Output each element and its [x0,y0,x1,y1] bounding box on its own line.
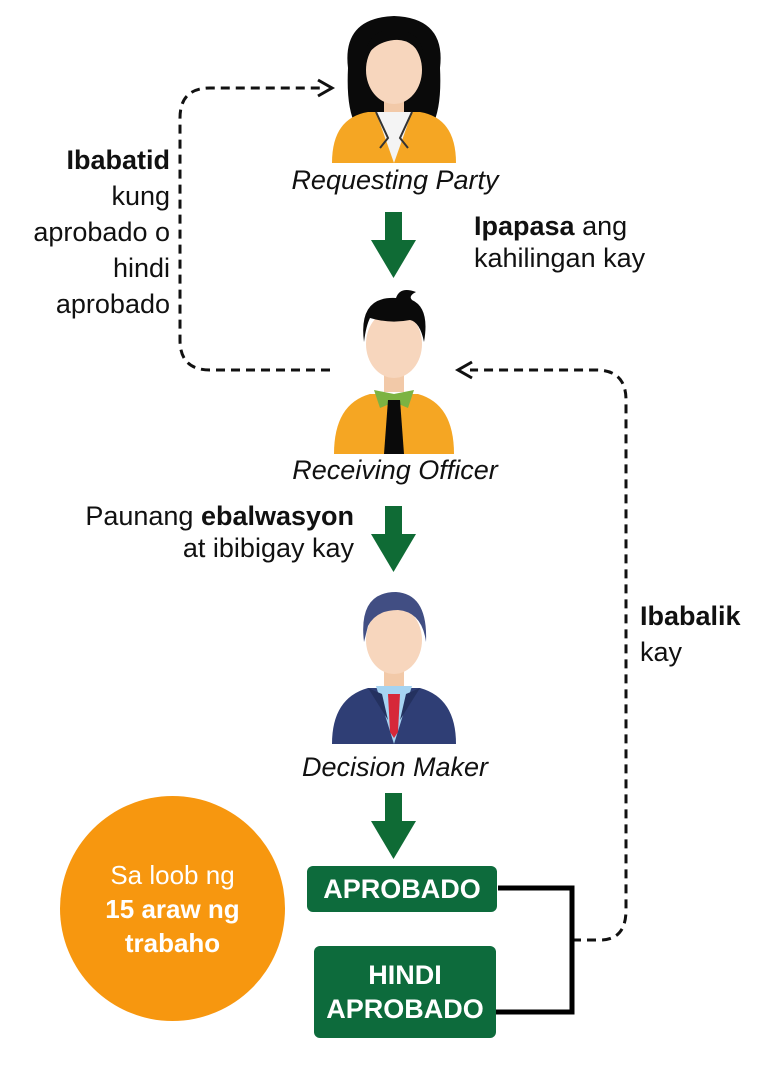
step-notify-l4: hindi [112,253,170,283]
step-return-rest: kay [640,637,683,667]
role-label-decision: Decision Maker [301,752,489,782]
deadline-line2: 15 araw ng [105,893,240,924]
businessman-icon [332,592,456,744]
step-forward-rest: ang [574,211,628,241]
role-label-requesting: Requesting Party [291,165,499,195]
step-forward-text: Ipapasa ang kahilingan kay [474,210,645,274]
step-notify-bold: Ibabatid [66,145,170,175]
green-arrow-icon [371,506,416,572]
outcome-bracket [496,885,575,1015]
step-notify-l5: aprobado [55,289,170,319]
deadline-line1: Sa loob ng [110,859,235,890]
step-eval-text: Paunang ebalwasyon at ibibigay kay [0,500,354,564]
green-arrow-icon [371,793,416,859]
notify-dashed-loop [178,86,330,372]
step-eval-line2: at ibibigay kay [182,533,354,563]
step-notify-l3: aprobado o [33,217,170,247]
approved-box: APROBADO [307,866,497,912]
man-icon [334,290,454,454]
not-approved-label-2: APROBADO [326,994,484,1024]
woman-icon [332,16,456,163]
step-eval-pre: Paunang [85,501,201,531]
not-approved-box: HINDI APROBADO [314,946,496,1038]
step-forward-bold: Ipapasa [474,211,575,241]
role-label-receiving: Receiving Officer [292,455,498,485]
step-return-text: Ibabalik kay [640,598,741,670]
not-approved-label-1: HINDI [368,960,442,990]
step-eval-bold: ebalwasyon [200,501,354,531]
step-notify-text: Ibabatid kung aprobado o hindi aprobado [0,142,170,322]
green-arrow-icon [371,212,416,278]
return-arrowhead [454,360,473,380]
notify-arrowhead [317,78,336,98]
deadline-line3: trabaho [124,927,221,958]
step-forward-line2: kahilingan kay [474,243,646,273]
approved-label: APROBADO [323,874,481,904]
return-dashed-loop [470,368,628,942]
step-return-bold: Ibabalik [640,601,741,631]
deadline-badge: Sa loob ng 15 araw ng trabaho [60,796,285,1021]
step-notify-l2: kung [111,181,170,211]
